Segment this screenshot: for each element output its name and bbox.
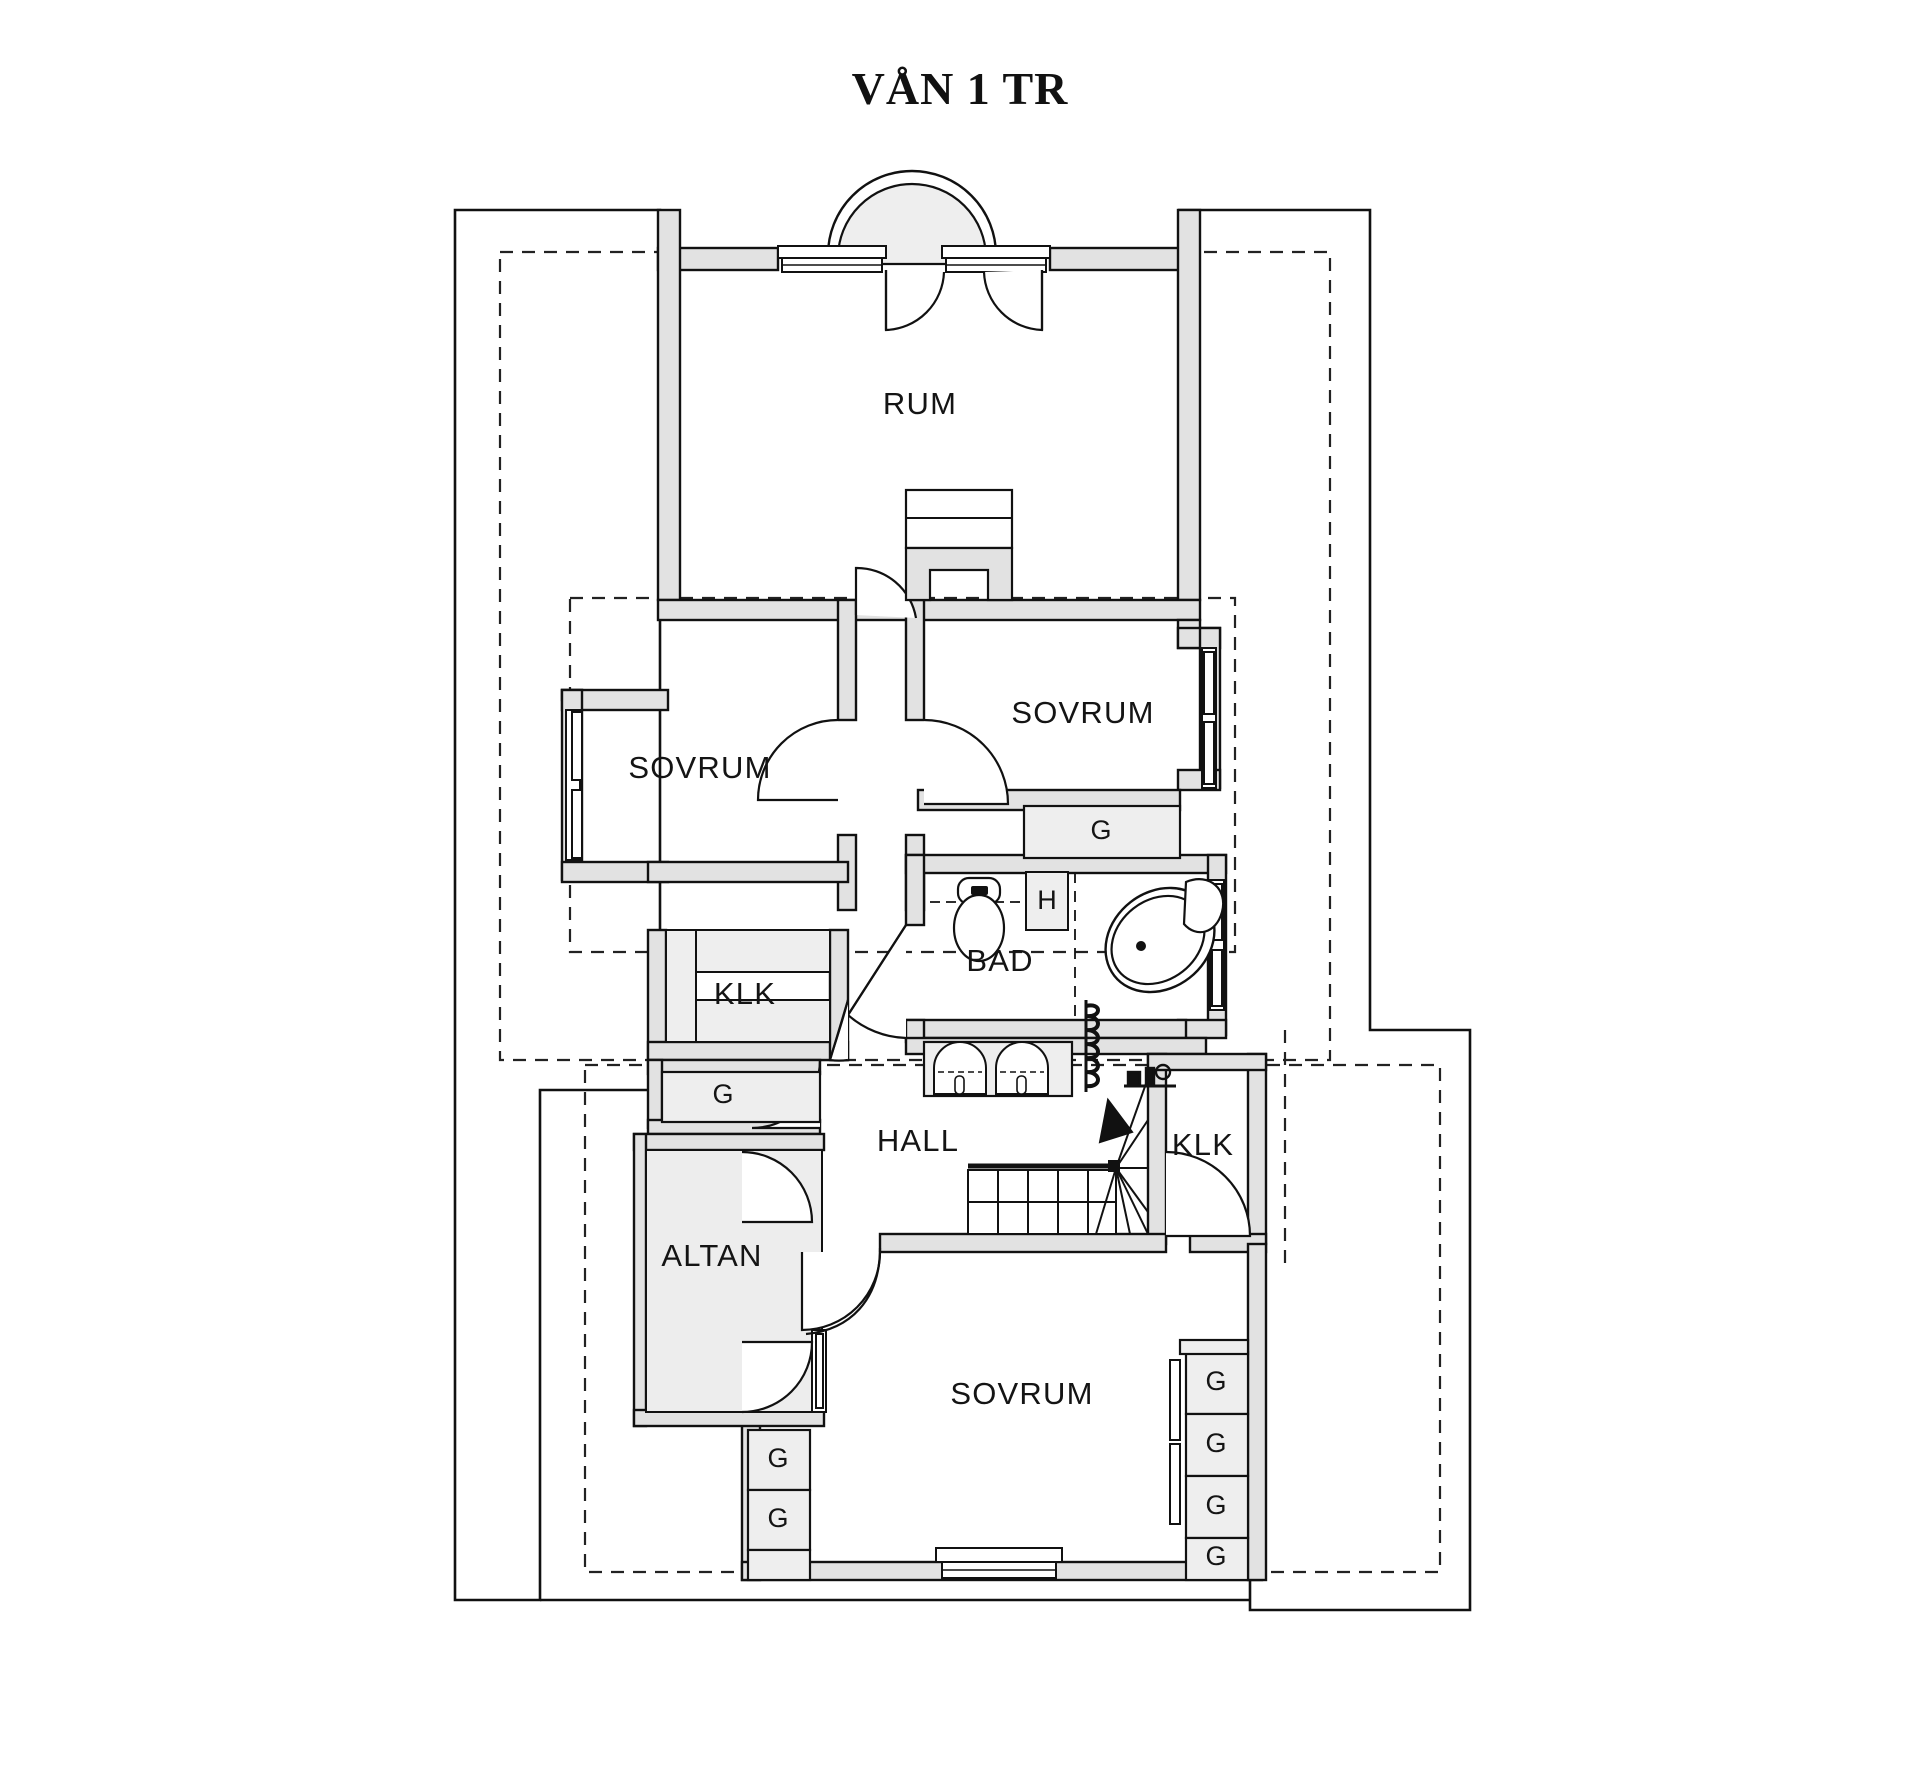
balcony-door-rum: [884, 270, 1044, 332]
closet-box-g-sw-1: [746, 1428, 812, 1492]
h-cabinet-icon: [1025, 871, 1069, 931]
door-altan-upper: [741, 1150, 814, 1224]
closet-label-g-bad-north: G: [1090, 815, 1111, 845]
room-label-hall: HALL: [877, 1123, 959, 1158]
room-label-klk-lower: KLK: [1172, 1127, 1234, 1162]
fixture-label-h: H: [1037, 885, 1057, 915]
closet-label-g-hall-west: G: [712, 1079, 733, 1109]
window-altan: [811, 1329, 827, 1413]
building-outline-left-wing: [453, 208, 662, 1602]
wall-sovrum-s-north-left: [878, 1232, 1168, 1254]
room-label-sovrum-ne: SOVRUM: [1011, 695, 1154, 730]
door-sovrum-nw: [756, 718, 839, 802]
wall-klk-upper-south: [646, 1040, 850, 1062]
closet-box-group: [660, 804, 1250, 1582]
stair-straight-treads: [967, 1169, 1117, 1235]
wall-sovrum-nw-south: [646, 860, 850, 884]
toilet-icon: [930, 876, 1020, 963]
towel-radiator-icon: [1084, 1000, 1100, 1092]
door-sovrum-ne: [923, 718, 1010, 806]
page-title: VÅN 1 TR: [851, 63, 1069, 114]
closet-box-g-hall-west: [660, 1070, 822, 1124]
closet-box-g-se-3: [1184, 1474, 1250, 1540]
closet-label-g-se-3: G: [1205, 1490, 1226, 1520]
door-sovrum-s: [800, 1247, 882, 1336]
roof-outline-southeast: [583, 1063, 1442, 1574]
closet-label-group: G G G G G G G G: [712, 815, 1226, 1571]
door-altan-lower: [741, 1340, 814, 1414]
balcony-inner-arc: [836, 182, 988, 266]
roof-outline-sovrum-nw: [568, 596, 1237, 954]
wall-g-hall-west: [646, 1058, 664, 1130]
closet-label-g-sw-1: G: [767, 1443, 788, 1473]
window-rum-left: [777, 245, 887, 273]
wall-altan-north: [632, 1132, 826, 1152]
closet-label-g-se-1: G: [1205, 1366, 1226, 1396]
closet-header-se: [1178, 1338, 1250, 1356]
wall-altan-west: [632, 1132, 648, 1428]
building-outline-right-wing: [1178, 208, 1472, 1612]
window-sovrum-ne: [1201, 647, 1217, 789]
double-vanity-icon: [922, 1040, 1074, 1098]
bathroom-accessory-icons: [1124, 1063, 1176, 1088]
window-rum-right: [941, 245, 1051, 273]
window-sovrum-nw: [565, 709, 583, 861]
wall-klk-lower-east: [1246, 1052, 1268, 1246]
closet-label-g-se-4: G: [1205, 1541, 1226, 1571]
bathtub-icon: [1104, 878, 1225, 994]
closet-label-g-se-2: G: [1205, 1428, 1226, 1458]
bathroom-fixtures: [922, 871, 1225, 1098]
closet-box-g-bad-north: [1022, 804, 1182, 860]
stair-direction-arrow: [1098, 1097, 1134, 1144]
room-label-bad: BAD: [966, 943, 1033, 978]
door-bad: [846, 924, 907, 1040]
klk-shelving: [665, 929, 831, 1043]
room-label-klk-upper: KLK: [714, 976, 776, 1011]
wall-bad-south: [904, 1018, 1188, 1040]
balcony-group: [826, 169, 998, 266]
window-sovrum-s: [935, 1547, 1063, 1579]
closet-box-g-se-1: [1184, 1350, 1250, 1416]
sink-right: [995, 1041, 1049, 1095]
room-label-altan: ALTAN: [661, 1238, 762, 1273]
staircase: [967, 1077, 1149, 1235]
wall-klk-upper-west: [646, 928, 668, 1062]
room-label-rum: RUM: [883, 386, 957, 421]
door-group: [741, 270, 1252, 1414]
door-hall-to-rum: [854, 566, 918, 619]
fireplace: [904, 488, 1014, 602]
room-label-group: RUM SOVRUM SOVRUM BAD KLK HALL KLK ALTAN…: [628, 386, 1234, 1411]
door-klk-upper: [828, 999, 850, 1062]
wall-north-right: [1048, 246, 1182, 272]
wall-klk-lower-north: [1146, 1052, 1268, 1072]
fixture-label-group: H: [1037, 885, 1057, 915]
wall-east-rum: [1176, 208, 1202, 602]
stair-winder-treads: [1095, 1077, 1149, 1235]
window-group: [565, 245, 1225, 1579]
sink-left: [933, 1041, 987, 1095]
closet-label-g-sw-2: G: [767, 1503, 788, 1533]
wall-west-rum: [656, 208, 682, 602]
closet-box-g-se-4: [1184, 1536, 1250, 1582]
closet-box-g-sw-3: [746, 1548, 812, 1582]
room-label-sovrum-s: SOVRUM: [950, 1376, 1093, 1411]
wall-bedroom-partition-left: [836, 598, 858, 722]
wall-bad-west: [904, 853, 926, 927]
room-label-sovrum-nw: SOVRUM: [628, 750, 771, 785]
closet-box-g-sw-2: [746, 1488, 812, 1552]
wall-rum-south-right: [918, 598, 1202, 622]
wall-sovrum-s-east: [1246, 1242, 1268, 1582]
door-klk-lower: [1165, 1150, 1252, 1238]
